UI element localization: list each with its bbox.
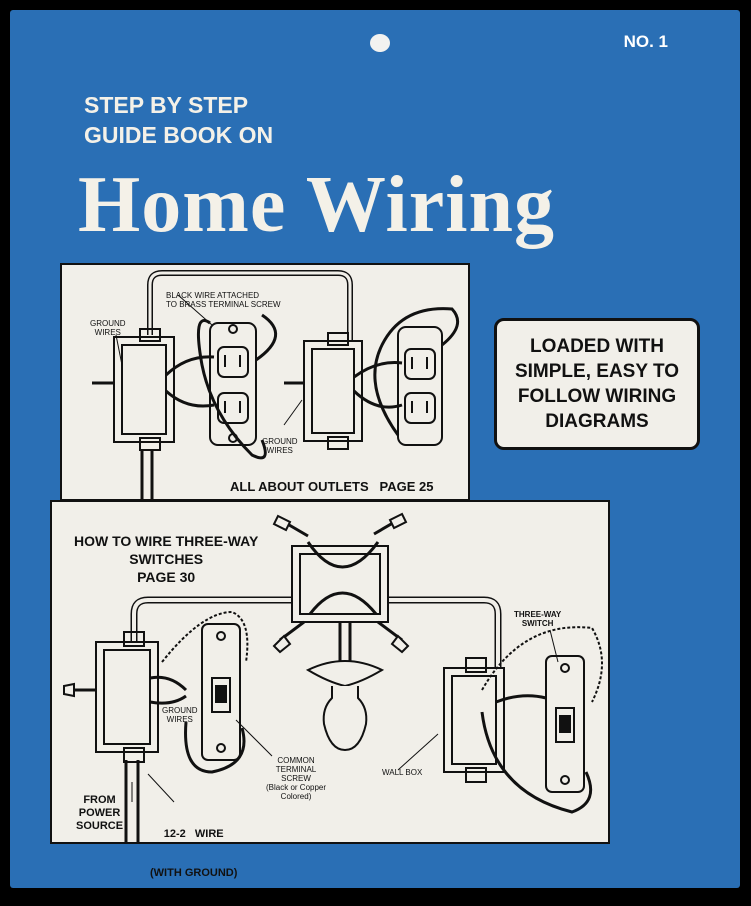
outlets-diagram: [92, 270, 460, 499]
label-three-way-line-1: THREE-WAY: [514, 610, 562, 619]
label-ground-wires-line-2: WIRES: [166, 715, 193, 724]
label-from-line-3: SOURCE: [76, 820, 124, 832]
callout-line-3: FOLLOW WIRING: [517, 386, 677, 407]
punch-hole: [370, 34, 390, 52]
label-common-line-4: (Black or Copper: [266, 783, 327, 792]
label-wire-type: 12-2 WIRE (WITH GROUND): [150, 802, 237, 906]
label-black-wire: BLACK WIRE ATTACHED TO BRASS TERMINAL SC…: [166, 291, 281, 309]
label-ground-wires-right-line-1: GROUND: [262, 437, 298, 446]
label-black-wire-line-2: TO BRASS TERMINAL SCREW: [166, 300, 281, 309]
label-wire-line-2: (WITH GROUND): [150, 867, 238, 879]
label-common-line-1: COMMON: [277, 756, 315, 765]
callout-line-1: LOADED WITH: [529, 336, 665, 357]
label-ground-wires-line-1: GROUND: [162, 706, 198, 715]
label-ground-wires-left-line-2: WIRES: [94, 328, 121, 337]
cover-title: Home Wiring: [78, 161, 555, 249]
label-ground-wires-right: GROUND WIRES: [262, 437, 298, 455]
subtitle-line-1: STEP BY STEP: [84, 92, 249, 118]
callout-line-2: SIMPLE, EASY TO: [514, 361, 679, 382]
label-common-line-5: Colored): [280, 792, 312, 801]
label-ground-wires-left: GROUND WIRES: [90, 319, 126, 337]
issue-number: NO. 1: [623, 32, 668, 51]
outlets-diagram-panel: BLACK WIRE ATTACHED TO BRASS TERMINAL SC…: [60, 263, 470, 501]
callout-box: LOADED WITH SIMPLE, EASY TO FOLLOW WIRIN…: [494, 318, 700, 450]
label-common-line-2: TERMINAL: [275, 765, 317, 774]
label-ground-wires-left-line-1: GROUND: [90, 319, 126, 328]
label-from-power: FROM POWER SOURCE: [76, 794, 123, 833]
label-three-way-switch: THREE-WAY SWITCH: [514, 610, 561, 628]
switches-diagram-panel: HOW TO WIRE THREE-WAY SWITCHES PAGE 30 T…: [50, 500, 610, 879]
switches-caption-line-2: SWITCHES: [129, 551, 204, 567]
label-three-way-line-2: SWITCH: [521, 619, 554, 628]
label-common-line-3: SCREW: [281, 774, 311, 783]
label-wall-box: WALL BOX: [382, 768, 423, 777]
label-ground-wires-right-line-2: WIRES: [266, 446, 293, 455]
label-wire-line-1: 12-2 WIRE: [163, 828, 224, 840]
callout-line-4: DIAGRAMS: [545, 411, 649, 432]
switches-caption-line-1: HOW TO WIRE THREE-WAY: [74, 533, 259, 549]
label-from-line-1: FROM: [83, 794, 116, 806]
subtitle-line-2: GUIDE BOOK ON: [84, 122, 274, 148]
outlets-caption: ALL ABOUT OUTLETS PAGE 25: [230, 479, 434, 494]
label-common-terminal: COMMON TERMINAL SCREW (Black or Copper C…: [266, 756, 326, 801]
switches-diagram: [63, 512, 603, 842]
switches-caption: HOW TO WIRE THREE-WAY SWITCHES PAGE 30: [74, 532, 258, 586]
label-black-wire-line-1: BLACK WIRE ATTACHED: [166, 291, 260, 300]
subtitle: STEP BY STEP GUIDE BOOK ON: [84, 90, 273, 150]
switches-caption-line-3: PAGE 30: [137, 569, 196, 585]
label-ground-wires: GROUND WIRES: [162, 706, 198, 724]
label-from-line-2: POWER: [78, 807, 121, 819]
